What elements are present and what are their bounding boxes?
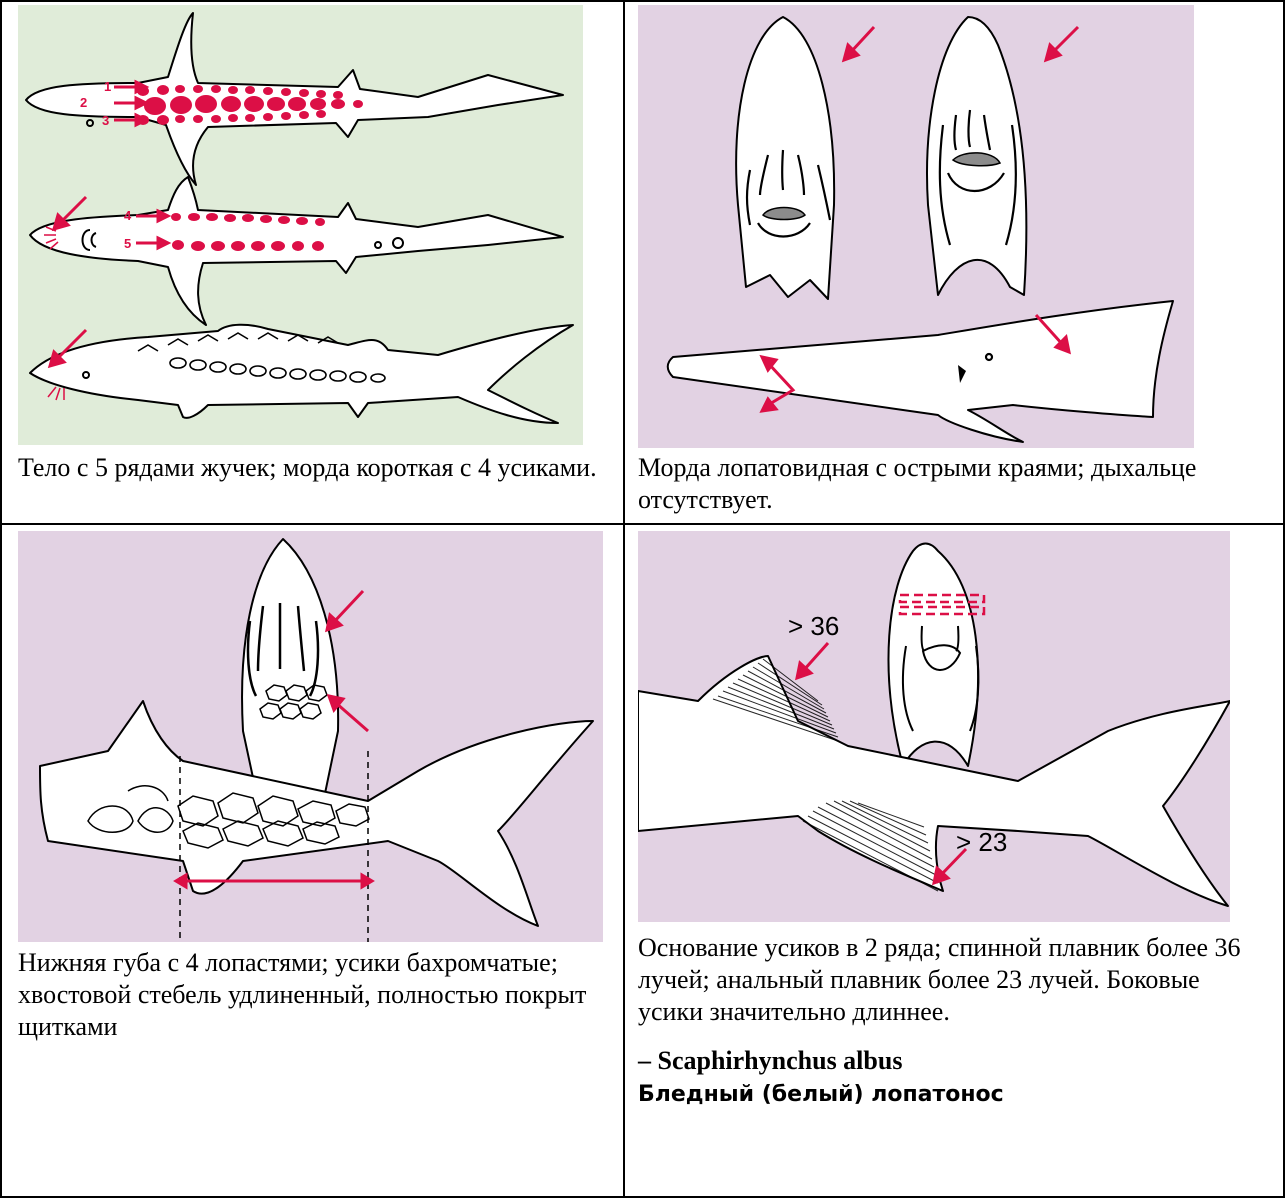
species-latin-name: – Scaphirhynchus albus bbox=[638, 1045, 1238, 1077]
table-border-top bbox=[0, 0, 1285, 2]
scute-row-label: 4 bbox=[124, 208, 132, 223]
scute-row-label: 3 bbox=[102, 113, 109, 128]
scute-row-label: 2 bbox=[80, 95, 87, 110]
anal-rays-label: > 23 bbox=[956, 827, 1007, 857]
figure-shovelnose-snout bbox=[638, 5, 1194, 448]
caption-cell-4: Основание усиков в 2 ряда; спинной плавн… bbox=[638, 932, 1248, 1028]
table-row-divider bbox=[0, 523, 1285, 525]
scute-row-label: 5 bbox=[124, 236, 131, 251]
dorsal-rays-label: > 36 bbox=[788, 611, 839, 641]
table-border-left bbox=[0, 0, 2, 1198]
table-column-divider bbox=[623, 0, 625, 1198]
figure-sturgeon-three-views: 1 2 3 4 5 bbox=[18, 5, 583, 445]
species-russian-name: Бледный (белый) лопатонос bbox=[638, 1079, 1238, 1111]
scute-row-label: 1 bbox=[104, 79, 111, 94]
caption-cell-3: Нижняя губа с 4 лопастями; усики бахромч… bbox=[18, 947, 608, 1043]
figure-fin-rays: > 36 > 23 bbox=[638, 531, 1230, 922]
caption-cell-2: Морда лопатовидная с острыми краями; дых… bbox=[638, 452, 1238, 516]
figure-caudal-peduncle bbox=[18, 531, 603, 942]
caption-cell-1: Тело с 5 рядами жучек; морда короткая с … bbox=[18, 452, 608, 484]
